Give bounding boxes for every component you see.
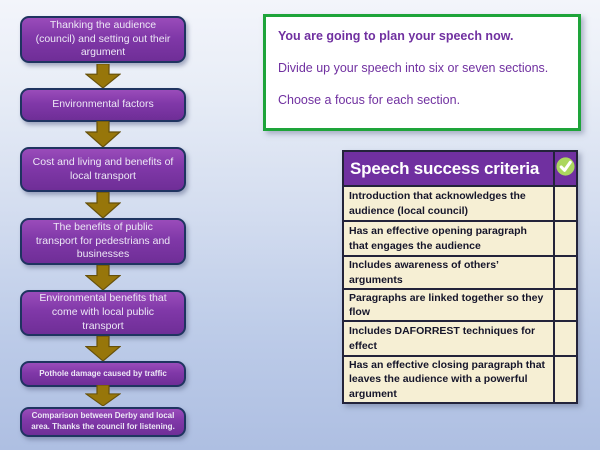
down-arrow-icon (85, 192, 121, 218)
instruction-line: Divide up your speech into six or seven … (278, 61, 549, 75)
criteria-table-header: Speech success criteria (344, 152, 576, 185)
down-arrow-icon (85, 336, 121, 361)
instruction-line: You are going to plan your speech now. (278, 29, 514, 43)
criteria-row: Includes awareness of others’ arguments (344, 255, 576, 288)
flowchart-step[interactable]: Thanking the audience (council) and sett… (20, 16, 186, 63)
criterion-text: Has an effective closing paragraph that … (349, 359, 546, 400)
down-arrow-icon (85, 385, 121, 406)
criteria-row: Introduction that acknowledges the audie… (344, 185, 576, 220)
instructions-panel[interactable]: You are going to plan your speech now. D… (263, 14, 581, 131)
check-column-header (553, 152, 576, 185)
check-cell[interactable] (553, 257, 576, 288)
flowchart-step[interactable]: Pothole damage caused by traffic (20, 361, 186, 387)
criteria-row: Includes DAFORREST techniques for effect (344, 320, 576, 355)
checkmark-icon (555, 156, 576, 182)
criteria-table-title: Speech success criteria (350, 158, 540, 178)
criterion-text: Has an effective opening paragraph that … (349, 225, 527, 252)
check-cell[interactable] (553, 222, 576, 255)
criterion-text: Includes DAFORREST techniques for effect (349, 325, 536, 352)
criterion-text: Includes awareness of others’ arguments (349, 259, 499, 286)
check-cell[interactable] (553, 357, 576, 402)
criteria-row: Has an effective opening paragraph that … (344, 220, 576, 255)
flowchart-step[interactable]: Environmental benefits that come with lo… (20, 290, 186, 336)
check-cell[interactable] (553, 187, 576, 220)
success-criteria-table[interactable]: Speech success criteria Introduction tha… (342, 150, 578, 404)
flowchart-step[interactable]: Comparison between Derby and local area.… (20, 407, 186, 437)
criterion-text: Paragraphs are linked together so they f… (349, 291, 544, 318)
down-arrow-icon (85, 121, 121, 147)
flowchart-step[interactable]: The benefits of public transport for ped… (20, 218, 186, 265)
down-arrow-icon (85, 265, 121, 290)
flowchart-step[interactable]: Cost and living and benefits of local tr… (20, 147, 186, 192)
criterion-text: Introduction that acknowledges the audie… (349, 190, 526, 217)
criteria-row: Paragraphs are linked together so they f… (344, 288, 576, 320)
check-cell[interactable] (553, 290, 576, 320)
instruction-line: Choose a focus for each section. (278, 93, 461, 107)
check-cell[interactable] (553, 322, 576, 355)
flowchart-step[interactable]: Environmental factors (20, 88, 186, 122)
down-arrow-icon (85, 64, 121, 88)
criteria-row: Has an effective closing paragraph that … (344, 355, 576, 402)
